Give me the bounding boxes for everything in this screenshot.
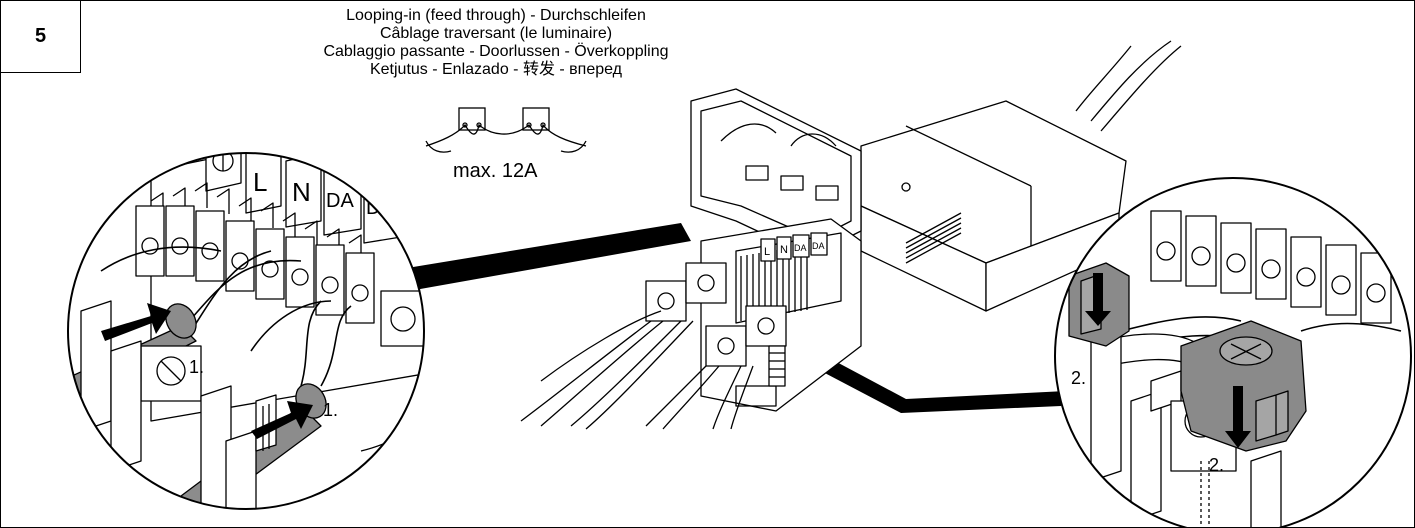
connector-bar-left [401, 223, 691, 291]
max-current-label: max. 12A [453, 160, 538, 182]
left-terminal-label-l: L [253, 167, 267, 197]
right-terminal-bodies [1150, 210, 1392, 324]
left-comb-elements [80, 300, 277, 509]
left-detail-view: L N DA DA [67, 152, 425, 510]
center-terminal-label-da-1: DA [794, 243, 807, 253]
center-clamp-3 [705, 325, 747, 367]
right-step-label-2: 2. [1209, 455, 1224, 475]
center-terminal-label-l: L [764, 246, 770, 258]
step-number: 5 [34, 25, 47, 47]
center-terminal-label-n: N [780, 244, 788, 256]
terminal-symbol-2 [522, 107, 550, 131]
connector-bar-right [821, 359, 1066, 413]
center-terminal-label-da-2: DA [812, 241, 825, 251]
left-terminal-bodies [135, 205, 375, 324]
caption-line-4: Ketjutus - Enlazado - 转发 - вперед [369, 61, 623, 78]
driver-device: L N DA DA [520, 40, 1182, 430]
left-plate-l [245, 153, 282, 214]
right-detail-view: 2. 2. [1054, 177, 1412, 527]
left-step-label-2: 1. [323, 400, 338, 420]
caption: Looping-in (feed through) - Durchschleif… [231, 7, 761, 79]
left-terminal-teeth [150, 182, 362, 260]
right-comb-elements [1090, 330, 1282, 527]
left-detail-circle [67, 152, 425, 510]
center-cables [520, 310, 754, 430]
right-arrow-1[interactable] [1085, 273, 1111, 326]
step-number-box: 5 [1, 1, 81, 73]
center-clamp-2 [685, 262, 727, 304]
caption-line-3: Cablaggio passante - Doorlussen - Överko… [323, 43, 669, 60]
vent-slots [905, 212, 962, 264]
center-clamp-4 [745, 305, 787, 347]
left-wires [100, 246, 352, 387]
right-step-label-1: 2. [1071, 368, 1086, 388]
wiring-symbol: max. 12A [425, 107, 587, 182]
left-arrow-2[interactable] [251, 401, 313, 439]
left-terminal-label-da-2: DA [366, 197, 394, 219]
right-arrow-2[interactable] [1225, 386, 1251, 448]
left-arrow-1[interactable] [101, 303, 171, 341]
left-terminal-label-da-1: DA [326, 190, 354, 212]
caption-line-1: Looping-in (feed through) - Durchschleif… [346, 7, 646, 24]
left-step-label-1: 1. [189, 357, 204, 377]
caption-line-2: Câblage traversant (le luminaire) [379, 25, 613, 42]
terminal-symbol-1 [458, 107, 486, 131]
right-detail-circle [1054, 177, 1412, 527]
left-terminal-label-n: N [292, 177, 311, 207]
